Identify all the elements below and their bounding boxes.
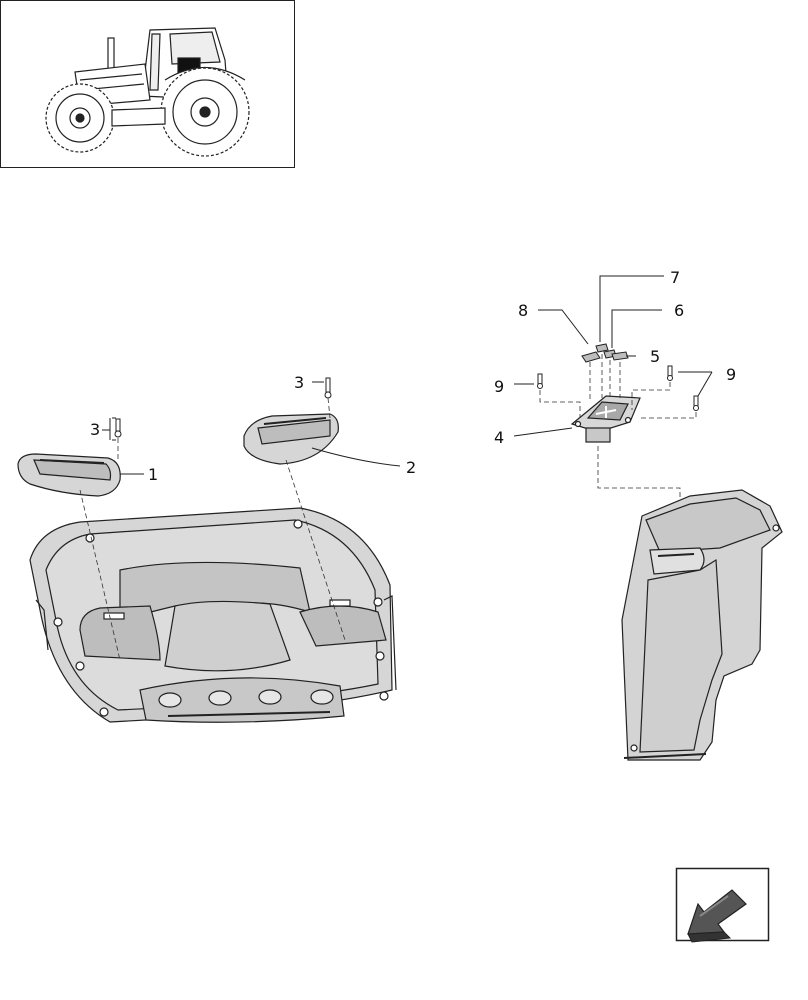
callout-5: 5	[650, 347, 660, 366]
grab-handle-left	[17, 453, 121, 497]
callout-8: 8	[518, 301, 528, 320]
assembly-lines-right	[539, 354, 697, 500]
back-arrow-icon	[687, 889, 747, 943]
callout-4: 4	[494, 428, 504, 447]
callout-9-left: 9	[494, 377, 504, 396]
back-navigation[interactable]	[675, 867, 770, 943]
screw-3-left	[114, 418, 122, 438]
callout-3-right: 3	[294, 373, 304, 392]
screw-9-right-a	[667, 365, 673, 381]
callout-3-left: 3	[90, 420, 100, 439]
screw-3-right	[324, 377, 332, 399]
callout-6: 6	[674, 301, 684, 320]
grab-handle-right	[243, 413, 339, 465]
pillar-trim-panel	[621, 489, 783, 761]
roof-liner-panel	[29, 507, 397, 723]
screw-9-left	[537, 373, 543, 389]
screw-9-right-b	[693, 395, 699, 411]
callout-9-right: 9	[726, 365, 736, 384]
callout-2: 2	[406, 458, 416, 477]
tractor-thumbnail-icon	[45, 27, 250, 157]
callout-1: 1	[148, 465, 158, 484]
switch-bracket	[570, 395, 641, 443]
switch-parts	[581, 343, 629, 363]
leader-lines-right	[513, 275, 713, 437]
callout-7: 7	[670, 268, 680, 287]
leader-lines-left	[102, 381, 401, 475]
assembly-lines-left	[79, 397, 346, 661]
tractor-thumbnail	[0, 0, 295, 168]
